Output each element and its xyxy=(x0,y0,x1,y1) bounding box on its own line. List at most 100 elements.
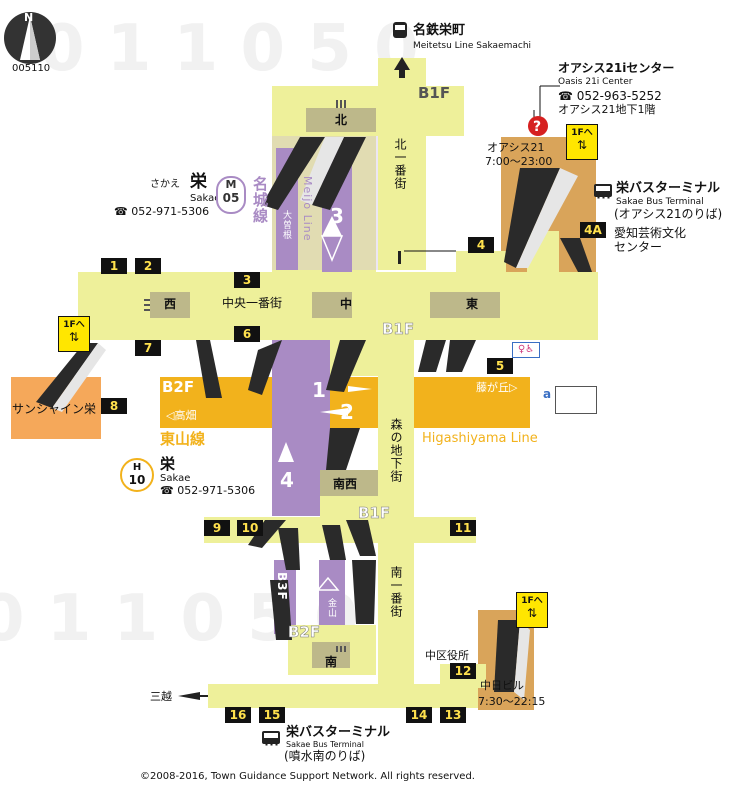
bus-north-sub: (オアシス21のりば) xyxy=(614,207,723,221)
gate-nishi-label: 西 xyxy=(164,297,177,311)
facility-letter: a xyxy=(543,387,552,401)
floor-b3f: B3F xyxy=(275,572,289,601)
elevator-label: 1Fへ xyxy=(63,320,85,330)
higashiyama-phone-number: 052-971-5306 xyxy=(177,484,256,497)
exit-8[interactable]: 8 xyxy=(101,398,127,414)
exit-4[interactable]: 4 xyxy=(468,237,494,253)
stair-faces xyxy=(52,137,578,700)
platform-3: 3 xyxy=(330,204,344,228)
meijo-line-number: 05 xyxy=(222,191,240,205)
elevator-badge-west: 1Fへ ⇅ xyxy=(58,316,90,352)
exit-5[interactable]: 5 xyxy=(487,358,513,374)
meijo-station-name-en: Sakae xyxy=(190,193,221,204)
meijo-line-letter: M xyxy=(225,178,237,191)
bus-south-name-en: Sakae Bus Terminal xyxy=(286,740,364,749)
kita-ichiban-street xyxy=(378,58,426,270)
exit-2[interactable]: 2 xyxy=(135,258,161,274)
oasis-center-name: オアシス21iセンター xyxy=(558,61,675,75)
higashiyama-line-name-en: Higashiyama Line xyxy=(422,431,538,446)
meitetsu-name-en: Meitetsu Line Sakaemachi xyxy=(413,41,532,51)
info-center-icon xyxy=(528,116,548,136)
gate-naka xyxy=(312,292,352,318)
mori-no-chikagai xyxy=(378,340,414,690)
oasis21-label: オアシス21 xyxy=(487,141,545,154)
exit-13[interactable]: 13 xyxy=(440,707,466,723)
gate-nansei-label: 南西 xyxy=(333,477,358,491)
elevator-icon: ⇅ xyxy=(576,138,588,152)
higashiyama-line-name: 東山線 xyxy=(160,430,206,448)
exit-14[interactable]: 14 xyxy=(406,707,432,723)
gate-kita-label: 北 xyxy=(335,113,348,127)
gate-higashi xyxy=(430,292,500,318)
stairs xyxy=(36,137,592,692)
floor-b2f-south: B2F xyxy=(288,623,321,641)
exit-9[interactable]: 9 xyxy=(204,520,230,536)
bus-north-name: 栄バスターミナル xyxy=(616,181,721,196)
platform-3-direction: 大曽根 xyxy=(281,210,291,240)
copyright: ©2008-2016, Town Guidance Support Networ… xyxy=(140,771,475,782)
train-icon xyxy=(393,22,407,38)
meijo-line-name: 名城線 xyxy=(251,176,269,224)
watermark: 0 1 1 0 5 0 0 1 1 0 5 0 xyxy=(0,12,419,656)
higashiyama-line-symbol: H 10 xyxy=(120,458,154,492)
naka-ward-office-label: 中区役所 xyxy=(425,649,469,662)
higashiyama-phone: ☎ 052-971-5306 xyxy=(160,484,256,497)
exit-16[interactable]: 16 xyxy=(225,707,251,723)
oasis-center-phone: ☎ 052-963-5252 xyxy=(558,89,662,103)
meijo-line-name-en: Meijo Line xyxy=(301,176,314,242)
street-minami: 南一番街 xyxy=(389,566,403,618)
compass-label: N xyxy=(24,11,34,24)
higashiyama-station-name-en: Sakae xyxy=(160,473,191,484)
floor-b2f: B2F xyxy=(162,378,195,396)
exit-15[interactable]: 15 xyxy=(259,707,285,723)
oasis-phone-number: 052-963-5252 xyxy=(576,89,662,103)
bus-north-name-en: Sakae Bus Terminal xyxy=(616,197,704,207)
gate-marks xyxy=(144,100,346,652)
street-mori: 森の地下街 xyxy=(389,418,403,483)
exit-4a[interactable]: 4A xyxy=(580,222,606,238)
exit-11[interactable]: 11 xyxy=(450,520,476,536)
bus-icon xyxy=(262,731,280,746)
gate-higashi-label: 東 xyxy=(466,297,479,311)
platform-2: 2 xyxy=(340,400,354,424)
svg-text:?: ? xyxy=(533,119,541,135)
street-kita: 北一番街 xyxy=(393,138,407,190)
oasis21-hours: 7:00～23:00 xyxy=(485,155,553,168)
elevator-label: 1Fへ xyxy=(521,596,543,606)
meitetsu-name: 名鉄栄町 xyxy=(413,23,466,38)
svg-text:0 1 1 0 5 0: 0 1 1 0 5 0 xyxy=(40,12,419,86)
gate-minami-label: 南 xyxy=(325,655,338,669)
higashiyama-line-number: 10 xyxy=(128,473,146,487)
meijo-phone-number: 052-971-5306 xyxy=(131,205,210,218)
oasis-center-floor: オアシス21地下1階 xyxy=(558,103,656,116)
street-chuo: 中央一番街 xyxy=(222,296,283,310)
platform-4: 4 xyxy=(280,468,294,492)
exit-3[interactable]: 3 xyxy=(234,272,260,288)
bus-south-name: 栄バスターミナル xyxy=(286,725,391,740)
meijo-platform-south-b xyxy=(319,560,345,630)
exit-12[interactable]: 12 xyxy=(450,663,476,679)
exit-1[interactable]: 1 xyxy=(101,258,127,274)
exit-7[interactable]: 7 xyxy=(135,340,161,356)
elevator-badge-oasis: 1Fへ ⇅ xyxy=(566,124,598,160)
map-id: 005110 xyxy=(12,63,51,74)
exit-6[interactable]: 6 xyxy=(234,326,260,342)
oasis-center-name-en: Oasis 21i Center xyxy=(558,77,633,87)
bus-south-sub: (噴水南のりば) xyxy=(284,749,366,763)
elevator-badge-chunichi: 1Fへ ⇅ xyxy=(516,592,548,628)
mitsukoshi-label: 三越 xyxy=(150,690,172,703)
platform-1: 1 xyxy=(312,378,326,402)
gate-naka-label: 中 xyxy=(340,297,353,311)
meijo-station-name: 栄 xyxy=(190,172,207,192)
floor-b1f-south: B1F xyxy=(358,504,391,522)
meijo-phone: ☎ 052-971-5306 xyxy=(114,205,210,218)
higashiyama-line-letter: H xyxy=(132,462,142,473)
exit-10[interactable]: 10 xyxy=(237,520,263,536)
platform-2-dir-text: 高畑 xyxy=(174,409,197,422)
elevator-icon: ⇅ xyxy=(68,330,80,344)
meijo-kana: さかえ xyxy=(150,179,180,190)
elevator-label: 1Fへ xyxy=(571,128,593,138)
restroom-icon: ♀♿ xyxy=(512,342,540,358)
